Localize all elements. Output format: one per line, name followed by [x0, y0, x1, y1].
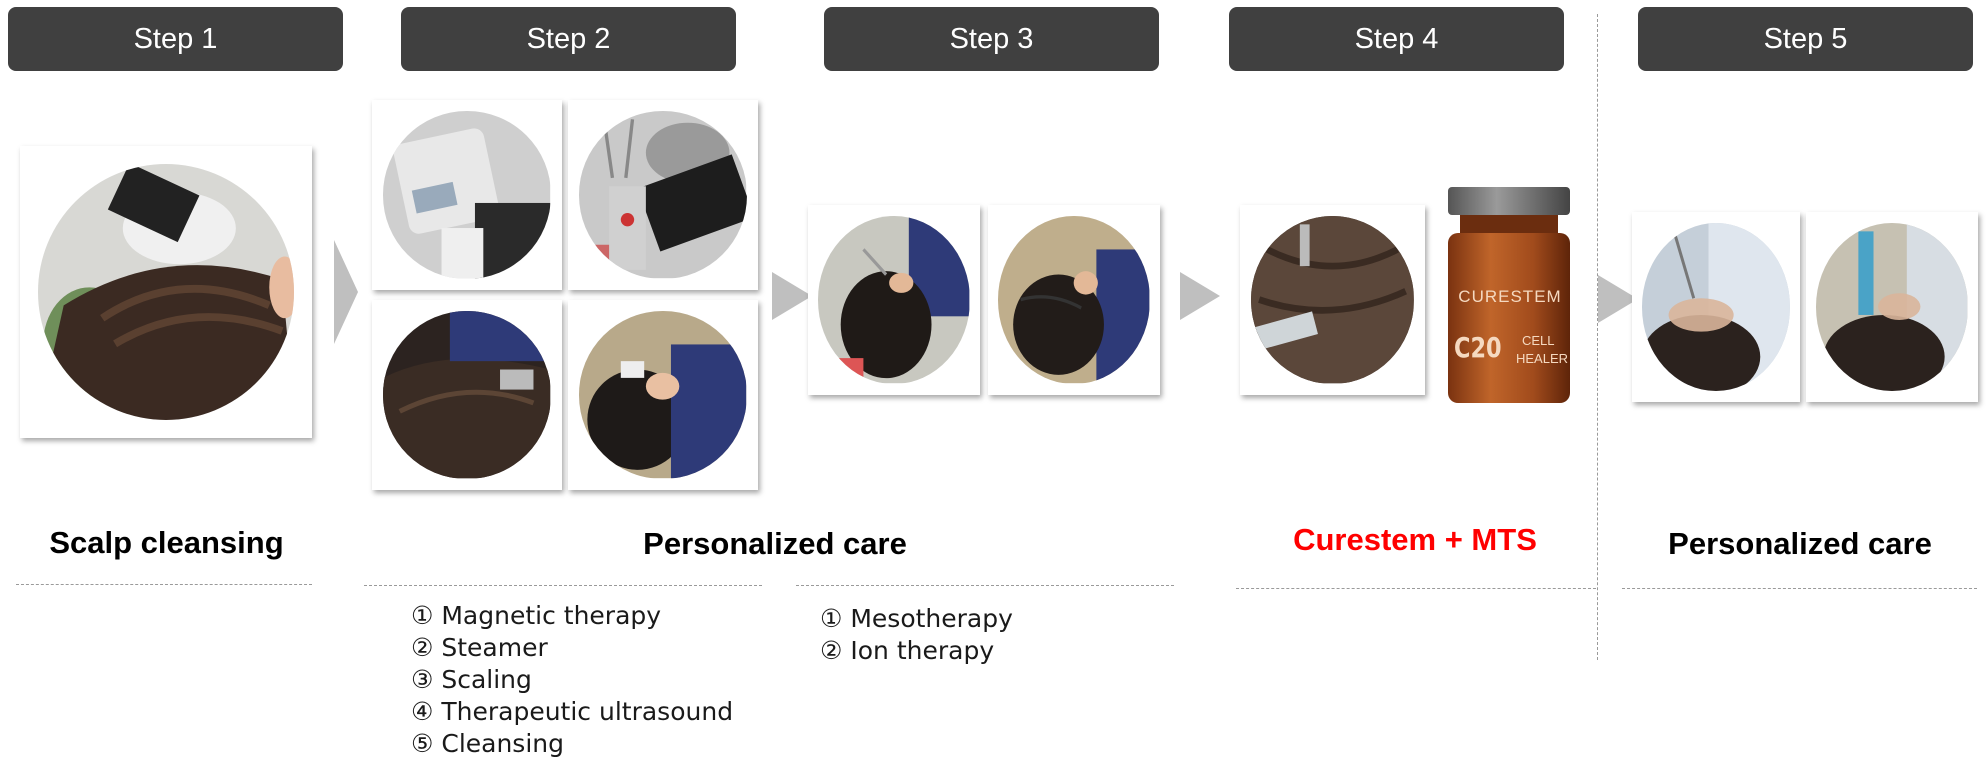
steamer-photo [568, 100, 758, 290]
divider-step-2 [364, 585, 762, 586]
product-brand: CURESTEM [1458, 287, 1562, 306]
magnetic-therapy-photo [372, 100, 562, 290]
caption-curestem-mts: Curestem + MTS [1293, 522, 1537, 557]
divider-step-5 [1622, 588, 1977, 589]
list-item: ③ Scaling [411, 665, 532, 694]
list-item: ② Ion therapy [820, 636, 995, 665]
list-item: ① Magnetic therapy [411, 601, 662, 630]
step-5-header: Step 5 [1638, 7, 1973, 71]
list-item: ① Mesotherapy [820, 604, 1013, 633]
divider-step-4 [1236, 588, 1596, 589]
divider-step-1 [16, 584, 312, 585]
arrow-4-icon [1598, 275, 1638, 323]
list-item: ⑤ Cleansing [411, 729, 564, 758]
step-1-header: Step 1 [8, 7, 343, 71]
caption-personalized-care-1: Personalized care [643, 526, 907, 561]
product-line-1: CELL [1522, 333, 1555, 348]
step-3-header: Step 3 [824, 7, 1159, 71]
list-item: ④ Therapeutic ultrasound [411, 697, 734, 726]
product-code: C20 [1454, 331, 1502, 364]
arrow-2-icon [772, 272, 812, 320]
step-2-procedure-list: ① Magnetic therapy ② Steamer ③ Scaling ④… [411, 600, 733, 760]
caption-scalp-cleansing: Scalp cleansing [49, 525, 284, 560]
step-2-header: Step 2 [401, 7, 736, 71]
caption-personalized-care-2: Personalized care [1668, 526, 1932, 561]
scalp-cleansing-photo [20, 146, 312, 438]
product-line-2: HEALER [1516, 351, 1569, 366]
mesotherapy-photo [808, 205, 980, 395]
divider-step-3 [796, 585, 1174, 586]
list-item: ② Steamer [411, 633, 548, 662]
curestem-mts-photo [1240, 205, 1425, 395]
arrow-3-icon [1180, 272, 1220, 320]
step-5-separator [1597, 14, 1598, 660]
personalized-care-photo-2 [1806, 212, 1978, 402]
curestem-bottle: CURESTEM C20 CELL HEALER [1446, 183, 1572, 407]
ultrasound-photo [568, 300, 758, 490]
step-3-procedure-list: ① Mesotherapy ② Ion therapy [820, 603, 1013, 667]
personalized-care-photo-1 [1632, 212, 1800, 402]
step-4-header: Step 4 [1229, 7, 1564, 71]
scaling-photo [372, 300, 562, 490]
arrow-1-icon [334, 240, 358, 344]
ion-therapy-photo [988, 205, 1160, 395]
